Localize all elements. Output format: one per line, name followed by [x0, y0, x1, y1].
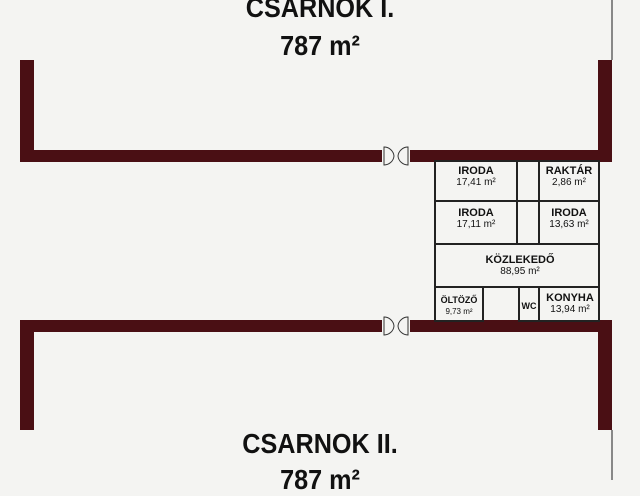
double-door-icon	[383, 316, 409, 336]
wall	[20, 320, 34, 430]
wall	[611, 430, 613, 480]
hall-1-name: CSARNOK I.	[245, 0, 395, 23]
room-kozlekedo	[434, 243, 600, 288]
hall-2-name: CSARNOK II.	[242, 428, 398, 459]
wall	[598, 60, 612, 162]
wall	[611, 0, 613, 60]
wall	[410, 150, 612, 162]
room-oltozo	[434, 286, 484, 322]
room-label: WC	[521, 301, 537, 311]
room-small	[516, 160, 540, 202]
wall	[20, 60, 34, 162]
hall-2-area: 787 m²	[280, 464, 360, 495]
wall	[20, 320, 382, 332]
room-konyha	[538, 286, 600, 322]
hall-1-area: 787 m²	[280, 30, 360, 61]
wall	[598, 320, 612, 430]
double-door-icon	[383, 146, 409, 166]
wall	[20, 150, 382, 162]
wall	[410, 320, 612, 332]
